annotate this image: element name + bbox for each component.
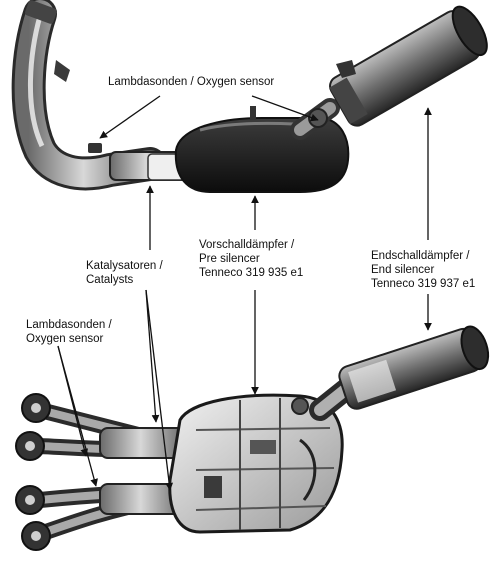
top-flange xyxy=(25,0,57,24)
callout-arrows xyxy=(57,95,432,491)
label-pre-silencer-line1: Vorschalldämpfer / xyxy=(199,239,295,251)
top-exhaust-assembly xyxy=(11,0,488,193)
label-end-silencer-line1: Endschalldämpfer / xyxy=(371,250,470,262)
label-lambda-bottom: Lambdasonden / Oxygen sensor xyxy=(26,318,112,346)
label-catalysts: Katalysatoren / Catalysts xyxy=(86,259,163,287)
label-end-silencer-line3: Tenneco 319 937 e1 xyxy=(371,278,476,290)
label-lambda-bottom-line1: Lambdasonden / xyxy=(26,319,112,331)
label-lambda-top-text: Lambdasonden / Oxygen sensor xyxy=(108,76,275,88)
top-end-silencer xyxy=(329,5,488,127)
arrow-catalyst-bottom-upper xyxy=(145,289,160,423)
label-end-silencer-line2: End silencer xyxy=(371,264,435,276)
label-catalysts-line1: Katalysatoren / xyxy=(86,260,163,272)
arrow-lambda-bottom-2 xyxy=(57,345,98,487)
arrow-lambda-top-sensor xyxy=(99,95,161,139)
label-catalysts-line2: Catalysts xyxy=(86,274,134,286)
label-lambda-top: Lambdasonden / Oxygen sensor xyxy=(108,75,274,89)
label-pre-silencer: Vorschalldämpfer / Pre silencer Tenneco … xyxy=(199,238,303,280)
bottom-exhaust-assembly xyxy=(15,325,490,551)
bottom-end-silencer xyxy=(338,325,490,410)
label-pre-silencer-line3: Tenneco 319 935 e1 xyxy=(199,267,304,279)
label-lambda-bottom-line2: Oxygen sensor xyxy=(26,333,104,345)
arrow-catalyst-bottom-lower xyxy=(145,289,174,491)
top-oxygen-sensor xyxy=(88,143,102,153)
label-end-silencer: Endschalldämpfer / End silencer Tenneco … xyxy=(371,249,475,291)
label-pre-silencer-line2: Pre silencer xyxy=(199,253,260,265)
arrow-lambda-top-connector xyxy=(251,95,319,122)
